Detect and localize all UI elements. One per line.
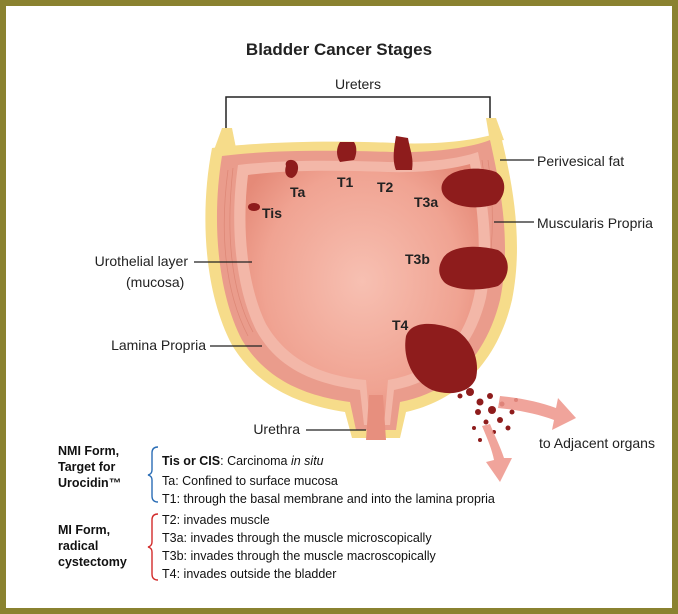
legend-term: T4 bbox=[162, 567, 177, 581]
legend-term: T3a bbox=[162, 531, 184, 545]
legend-desc: : Confined to surface mucosa bbox=[175, 474, 338, 488]
left-ureter bbox=[214, 128, 236, 150]
muscularis-propria-label: Muscularis Propria bbox=[537, 215, 653, 231]
legend-t4: T4: invades outside the bladder bbox=[162, 567, 336, 581]
nmi-line-2: Target for bbox=[58, 459, 121, 475]
tumor-t1 bbox=[337, 142, 356, 162]
legend-term: Tis or CIS bbox=[162, 454, 220, 468]
legend-t3a: T3a: invades through the muscle microsco… bbox=[162, 531, 432, 545]
nmi-line-1: NMI Form, bbox=[58, 443, 121, 459]
nmi-bracket bbox=[148, 447, 158, 502]
arrow-down bbox=[482, 424, 512, 482]
mi-line-2: radical bbox=[58, 538, 127, 554]
legend-term: T3b bbox=[162, 549, 184, 563]
mi-line-3: cystectomy bbox=[58, 554, 127, 570]
legend-t3b: T3b: invades through the muscle macrosco… bbox=[162, 549, 436, 563]
stage-t3a: T3a bbox=[414, 194, 438, 210]
stage-t3b: T3b bbox=[405, 251, 430, 267]
tumor-t3a bbox=[442, 169, 505, 208]
legend-t2: T2: invades muscle bbox=[162, 513, 270, 527]
legend-desc: : invades muscle bbox=[177, 513, 270, 527]
perivesical-fat-label: Perivesical fat bbox=[537, 153, 624, 169]
urethra-channel bbox=[366, 395, 386, 440]
arrow-right bbox=[498, 396, 576, 430]
legend-ta: Ta: Confined to surface mucosa bbox=[162, 474, 338, 488]
legend-desc: : invades through the muscle microscopic… bbox=[184, 531, 432, 545]
diagram-title: Bladder Cancer Stages bbox=[246, 40, 432, 59]
stage-t2: T2 bbox=[377, 179, 394, 195]
tumor-tis bbox=[248, 203, 260, 211]
legend-t1: T1: through the basal membrane and into … bbox=[162, 492, 495, 506]
legend-desc: : through the basal membrane and into th… bbox=[177, 492, 495, 506]
legend-desc: : invades through the muscle macroscopic… bbox=[184, 549, 436, 563]
mi-group-label: MI Form, radical cystectomy bbox=[58, 522, 127, 570]
mi-bracket bbox=[148, 514, 158, 580]
stage-tis: Tis bbox=[262, 205, 282, 221]
legend-term: Ta bbox=[162, 474, 175, 488]
legend-term: T1 bbox=[162, 492, 177, 506]
tumor-t2 bbox=[394, 136, 413, 170]
urethra-label: Urethra bbox=[253, 421, 300, 437]
legend-desc: : Carcinoma bbox=[220, 454, 291, 468]
mi-line-1: MI Form, bbox=[58, 522, 127, 538]
legend-tis: Tis or CIS: Carcinoma in situ bbox=[162, 454, 324, 468]
legend-desc: : invades outside the bladder bbox=[177, 567, 337, 581]
adjacent-organs-label: to Adjacent organs bbox=[539, 435, 655, 451]
lamina-propria-label: Lamina Propria bbox=[111, 337, 206, 353]
legend-em: in situ bbox=[291, 454, 324, 468]
urothelial-label-line1: Urothelial layer bbox=[95, 253, 189, 269]
stage-t4: T4 bbox=[392, 317, 409, 333]
stage-ta: Ta bbox=[290, 184, 306, 200]
nmi-group-label: NMI Form, Target for Urocidin™ bbox=[58, 443, 121, 491]
legend-term: T2 bbox=[162, 513, 177, 527]
nmi-line-3: Urocidin™ bbox=[58, 475, 121, 491]
ureters-bracket bbox=[226, 97, 490, 142]
urothelial-label-line2: (mucosa) bbox=[126, 274, 184, 290]
stage-t1: T1 bbox=[337, 174, 354, 190]
tumor-t3b bbox=[439, 247, 508, 290]
ureters-label: Ureters bbox=[335, 76, 381, 92]
